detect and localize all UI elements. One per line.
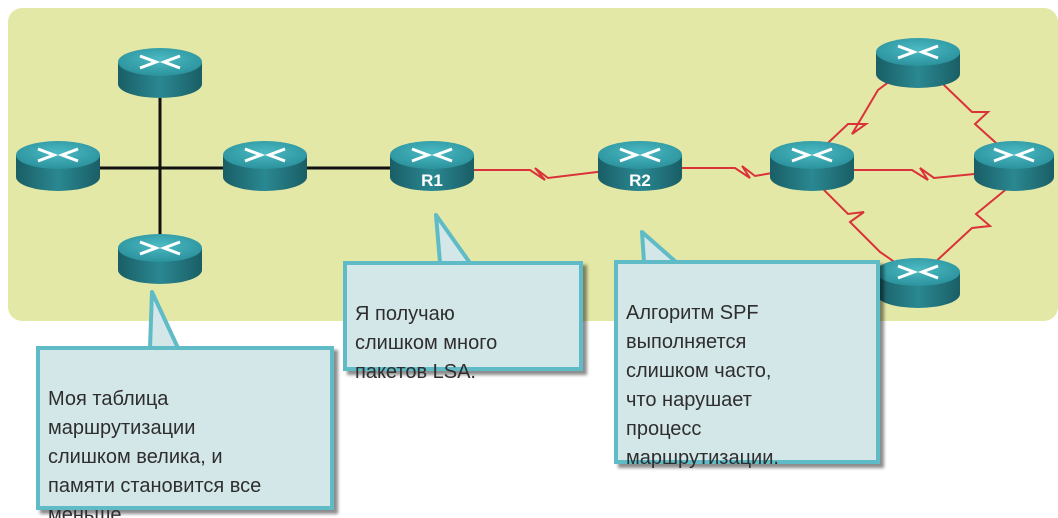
serial-link-hub-top xyxy=(811,59,919,159)
router-cross-left[interactable] xyxy=(16,141,100,191)
router-r2[interactable]: R2 xyxy=(598,141,682,191)
serial-link-bottom-right xyxy=(917,181,1016,279)
callout-spf-algorithm-text: Алгоритм SPF выполняется слишком часто, … xyxy=(626,302,779,469)
router-arrows-icon xyxy=(37,147,79,163)
serial-links xyxy=(470,59,1016,279)
router-arrows-icon xyxy=(897,44,939,60)
callout-lsa-packets-text: Я получаю слишком много пакетов LSA. xyxy=(355,303,498,383)
serial-link-top-right xyxy=(917,59,1016,161)
callout-pointer-table-memory xyxy=(148,290,180,350)
router-diamond-bottom[interactable] xyxy=(876,258,960,308)
router-arrows-icon xyxy=(244,147,286,163)
serial-link-r2-hub xyxy=(680,165,813,179)
router-diamond-right[interactable] xyxy=(974,141,1054,191)
serial-link-r1-r2 xyxy=(470,167,631,181)
callout-spf-algorithm: Алгоритм SPF выполняется слишком часто, … xyxy=(614,260,880,469)
router-arrows-icon xyxy=(897,264,939,280)
router-arrows-icon xyxy=(993,147,1035,163)
serial-link-hub-right xyxy=(850,167,1016,181)
router-cross-top[interactable] xyxy=(118,48,202,98)
serial-link-hub-bottom xyxy=(811,177,919,279)
callout-table-memory: Моя таблица маршрутизации слишком велика… xyxy=(36,346,334,518)
router-arrows-icon xyxy=(619,147,661,163)
router-arrows-icon xyxy=(139,54,181,70)
router-arrows-icon xyxy=(791,147,833,163)
callout-pointer-spf-algorithm xyxy=(640,230,678,264)
callout-pointer-lsa-packets xyxy=(434,213,472,265)
router-r1-label: R1 xyxy=(421,171,443,190)
router-r1[interactable]: R1 xyxy=(390,141,474,191)
router-cross-right[interactable] xyxy=(223,141,307,191)
callout-table-memory-text: Моя таблица маршрутизации слишком велика… xyxy=(48,388,262,518)
router-diamond-top[interactable] xyxy=(876,38,960,88)
router-diamond-left[interactable] xyxy=(770,141,854,191)
router-cross-bottom[interactable] xyxy=(118,234,202,284)
router-arrows-icon xyxy=(411,147,453,163)
router-arrows-icon xyxy=(139,240,181,256)
callout-lsa-packets: Я получаю слишком много пакетов LSA. xyxy=(343,261,583,383)
router-r2-label: R2 xyxy=(629,171,651,190)
